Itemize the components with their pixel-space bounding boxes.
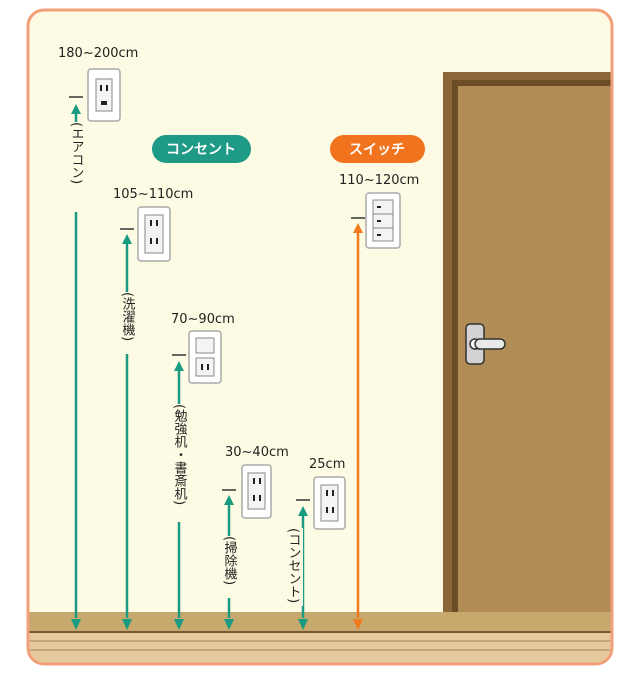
usage-label: (勉強机・書斎机) xyxy=(172,404,188,505)
height-label: 25cm xyxy=(309,457,345,472)
switch-height-arrow xyxy=(351,217,365,630)
usage-label: (洗濯機) xyxy=(120,292,136,341)
height-label: 110~120cm xyxy=(339,173,419,188)
height-label: 180~200cm xyxy=(58,46,138,61)
frame-border xyxy=(26,8,614,666)
baseboard xyxy=(28,612,612,632)
outlet-badge: コンセント xyxy=(152,135,251,163)
outlet-icon xyxy=(313,476,346,530)
light-switch-icon xyxy=(365,192,401,249)
outlet-icon xyxy=(241,464,272,519)
height-label: 70~90cm xyxy=(171,312,235,327)
height-label: 30~40cm xyxy=(225,445,289,460)
switch-badge: スイッチ xyxy=(330,135,425,163)
usage-label: (エアコン) xyxy=(69,122,84,184)
outlet-icon xyxy=(137,206,171,262)
height-label: 105~110cm xyxy=(113,187,193,202)
door-handle-icon xyxy=(465,323,506,365)
usage-label: (掃除機) xyxy=(222,536,238,585)
air-conditioner-outlet-icon xyxy=(87,68,121,122)
usage-label: (コンセント) xyxy=(286,528,302,603)
outlet-badge-label: コンセント xyxy=(166,142,236,158)
outlet-with-switch-icon xyxy=(188,330,222,384)
floor xyxy=(28,631,612,664)
switch-badge-label: スイッチ xyxy=(349,142,405,158)
